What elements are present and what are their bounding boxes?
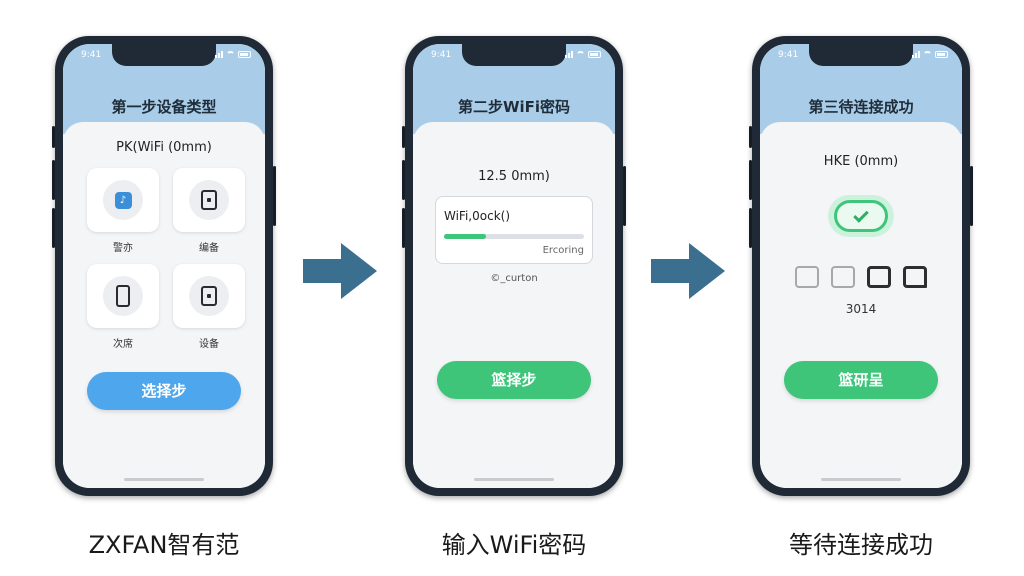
status-icons (565, 51, 601, 58)
step-title: 第一步设备类型 (111, 98, 217, 116)
wifi-icon (923, 51, 932, 58)
status-time: 9:41 (431, 50, 452, 60)
tile-label: 编备 (199, 243, 219, 254)
phone-step-2: 9:41 第二步WiFi密码 12.5 0mm) WiFi,0ock() Erc… (402, 36, 626, 496)
code-box (867, 266, 891, 288)
tile-icon-circle (103, 276, 143, 316)
content-card: 12.5 0mm) WiFi,0ock() Ercoring ©_curton … (413, 122, 615, 488)
code-box (903, 266, 927, 288)
device-type-tile[interactable] (173, 264, 245, 328)
battery-icon (238, 51, 251, 58)
home-indicator (124, 478, 204, 481)
side-button (52, 208, 55, 248)
status-icons (215, 51, 251, 58)
blue-app-icon: ♪ (114, 191, 132, 209)
signal-icon (912, 51, 920, 58)
battery-icon (935, 51, 948, 58)
side-button (402, 126, 405, 148)
phone-screen: 9:41 第三待连接成功 HKE (0mm) 3014 篮研呈 (760, 44, 962, 488)
phone-icon (116, 285, 130, 307)
device-subtitle: HKE (0mm) (823, 154, 899, 169)
code-boxes (760, 266, 962, 288)
notch (809, 44, 913, 66)
arrow-right-icon (303, 243, 377, 299)
home-indicator (474, 478, 554, 481)
code-text: 3014 (845, 302, 877, 316)
side-button (749, 208, 752, 248)
content-card: PK(WiFi (0mm) ♪ 警亦 编备 次席 (63, 122, 265, 488)
phone-step-3: 9:41 第三待连接成功 HKE (0mm) 3014 篮研呈 (749, 36, 973, 496)
wifi-icon (226, 51, 235, 58)
success-check-icon (828, 195, 894, 237)
tile-icon-circle (189, 180, 229, 220)
tile-label: 设备 (199, 339, 219, 350)
step-title: 第三待连接成功 (808, 98, 914, 116)
content-card: HKE (0mm) 3014 篮研呈 (760, 122, 962, 488)
side-button (52, 126, 55, 148)
battery-icon (588, 51, 601, 58)
progress-state: Ercoring (542, 245, 584, 256)
phone-screen: 9:41 第二步WiFi密码 12.5 0mm) WiFi,0ock() Erc… (413, 44, 615, 488)
finish-button[interactable]: 篮研呈 (784, 361, 938, 399)
phone-screen: 9:41 第一步设备类型 PK(WiFi (0mm) ♪ 警亦 编备 (63, 44, 265, 488)
status-icons (912, 51, 948, 58)
step-title: 第二步WiFi密码 (457, 98, 571, 116)
step-caption: 输入WiFi密码 (441, 531, 587, 559)
device-type-tile[interactable] (173, 168, 245, 232)
network-subtitle: 12.5 0mm) (478, 169, 550, 184)
tile-icon-circle: ♪ (103, 180, 143, 220)
wifi-name: WiFi,0ock() (444, 209, 510, 223)
signal-icon (565, 51, 573, 58)
device-icon (201, 190, 217, 210)
status-time: 9:41 (81, 50, 102, 60)
code-box (831, 266, 855, 288)
tile-icon-circle (189, 276, 229, 316)
status-time: 9:41 (778, 50, 799, 60)
code-box (795, 266, 819, 288)
side-button (623, 166, 626, 226)
side-button (970, 166, 973, 226)
tile-label: 警亦 (113, 243, 133, 254)
progress-fill (444, 234, 486, 239)
progress-track (444, 234, 584, 239)
side-button (52, 160, 55, 200)
step-caption: ZXFAN智有范 (88, 531, 240, 559)
step-caption: 等待连接成功 (789, 531, 933, 559)
checkmark-icon (853, 206, 869, 223)
phone-step-1: 9:41 第一步设备类型 PK(WiFi (0mm) ♪ 警亦 编备 (52, 36, 276, 496)
check-ring (834, 200, 888, 232)
side-button (749, 126, 752, 148)
home-indicator (821, 478, 901, 481)
arrow-right-icon (651, 243, 725, 299)
signal-icon (215, 51, 223, 58)
side-button (749, 160, 752, 200)
wifi-password-field[interactable]: WiFi,0ock() Ercoring (435, 196, 593, 264)
device-subtitle: PK(WiFi (0mm) (116, 140, 212, 155)
side-button (402, 160, 405, 200)
device-type-tile[interactable] (87, 264, 159, 328)
tile-label: 次席 (113, 339, 133, 350)
notch (462, 44, 566, 66)
device-icon (201, 286, 217, 306)
wifi-icon (576, 51, 585, 58)
side-button (273, 166, 276, 226)
helper-text: ©_curton (490, 273, 538, 284)
side-button (402, 208, 405, 248)
device-type-tile[interactable]: ♪ (87, 168, 159, 232)
next-step-button[interactable]: 篮择步 (437, 361, 591, 399)
select-step-button[interactable]: 选择步 (87, 372, 241, 410)
notch (112, 44, 216, 66)
